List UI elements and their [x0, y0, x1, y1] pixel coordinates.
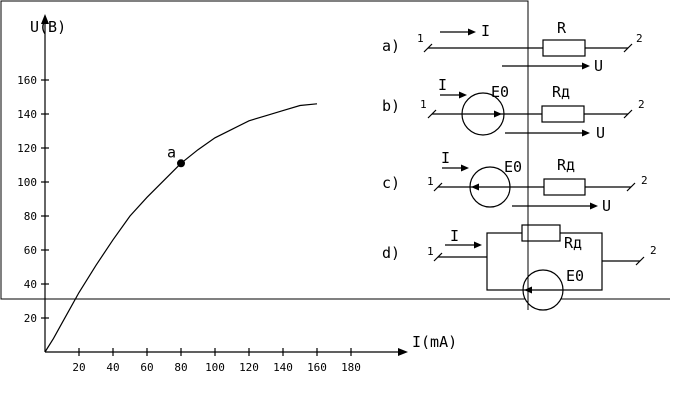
- circuit-d-current-label: I: [450, 227, 459, 245]
- circuit-b-current-label: I: [438, 76, 447, 94]
- x-tick-label: 120: [239, 361, 259, 374]
- y-ticks: 20 40 60 80 100 120 140 160: [17, 74, 49, 325]
- circuit-d-source-label: E0: [566, 267, 584, 285]
- circuit-c-current-label: I: [441, 149, 450, 167]
- resistor-r: [542, 39, 586, 57]
- x-tick-label: 40: [106, 361, 119, 374]
- circuit-b-voltage-label: U: [596, 124, 605, 142]
- circuit-c-terminal-2-mark: [626, 182, 636, 192]
- circuit-a-current-arrowhead: [468, 28, 476, 36]
- circuit-b-current-arrowhead: [459, 91, 467, 99]
- point-a-marker: [177, 159, 185, 168]
- circuit-c-terminal-2: 2: [641, 174, 648, 187]
- y-tick-label: 60: [24, 244, 37, 257]
- y-tick-label: 140: [17, 108, 37, 121]
- circuit-c-voltage-arrowhead: [590, 202, 598, 210]
- x-axis-label: I(mA): [412, 333, 457, 351]
- circuit-a-element-label: R: [557, 19, 567, 37]
- circuit-c-element-label: Rд: [557, 156, 575, 174]
- y-tick-label: 100: [17, 176, 37, 189]
- y-tick-label: 20: [24, 312, 37, 325]
- x-tick-label: 180: [341, 361, 361, 374]
- y-tick-label: 120: [17, 142, 37, 155]
- y-tick-label: 160: [17, 74, 37, 87]
- circuit-c: c) 1 E0 Rд 2 I U: [382, 149, 648, 215]
- resistor-rd-c: [543, 178, 586, 196]
- x-axis-arrow: [398, 348, 408, 356]
- circuit-a-current-label: I: [481, 22, 490, 40]
- circuit-b-terminal-2: 2: [638, 98, 645, 111]
- source-e0-c: [469, 166, 511, 208]
- circuit-a-terminal-1: 1: [417, 32, 424, 45]
- circuit-b: b) 1 E0 Rд 2 I U: [382, 76, 645, 142]
- y-axis-label: U(B): [30, 18, 66, 36]
- circuit-c-source-arrowhead: [471, 183, 479, 191]
- x-tick-label: 160: [307, 361, 327, 374]
- circuit-a-terminal-2: 2: [636, 32, 643, 45]
- resistor-rd-b: [541, 105, 585, 123]
- circuit-a-voltage-arrowhead: [582, 62, 590, 70]
- circuit-a-tag: a): [382, 37, 400, 55]
- circuit-c-source-label: E0: [504, 158, 522, 176]
- circuit-c-tag: c): [382, 174, 400, 192]
- x-tick-label: 20: [72, 361, 85, 374]
- series-curve: [44, 103, 318, 353]
- circuit-a: a) 1 R 2 I U: [382, 19, 643, 75]
- y-axis-arrow: [41, 14, 49, 24]
- circuit-d: d) 1 Rд E0 2 I: [382, 224, 657, 311]
- circuit-b-source-arrowhead: [494, 110, 502, 118]
- point-a-label: a: [167, 143, 176, 161]
- y-tick-label: 40: [24, 278, 37, 291]
- circuit-b-tag: b): [382, 97, 400, 115]
- circuit-b-source-label: E0: [491, 83, 509, 101]
- circuit-b-terminal-1: 1: [420, 98, 427, 111]
- y-tick-label: 80: [24, 210, 37, 223]
- circuit-b-element-label: Rд: [552, 83, 570, 101]
- x-tick-label: 140: [273, 361, 293, 374]
- circuit-d-terminal-2: 2: [650, 244, 657, 257]
- circuit-c-voltage-label: U: [602, 197, 611, 215]
- circuit-d-tag: d): [382, 244, 400, 262]
- resistor-rd-d: [521, 224, 561, 242]
- circuit-b-terminal-2-mark: [623, 109, 633, 119]
- x-tick-label: 100: [205, 361, 225, 374]
- circuit-d-terminal-1: 1: [427, 245, 434, 258]
- source-e0-b: [461, 92, 505, 136]
- circuit-b-voltage-arrowhead: [582, 129, 590, 137]
- circuit-a-terminal-2-mark: [623, 43, 633, 53]
- circuit-a-voltage-label: U: [594, 57, 603, 75]
- circuit-d-terminal-2-mark: [635, 256, 645, 266]
- x-tick-label: 80: [174, 361, 187, 374]
- x-tick-label: 60: [140, 361, 153, 374]
- circuit-d-element-label: Rд: [564, 234, 582, 252]
- circuit-c-terminal-1: 1: [427, 175, 434, 188]
- circuit-d-current-arrowhead: [474, 241, 482, 249]
- circuit-c-current-arrowhead: [461, 164, 469, 172]
- x-ticks: 20 40 60 80 100 120 140 160 180: [72, 348, 361, 374]
